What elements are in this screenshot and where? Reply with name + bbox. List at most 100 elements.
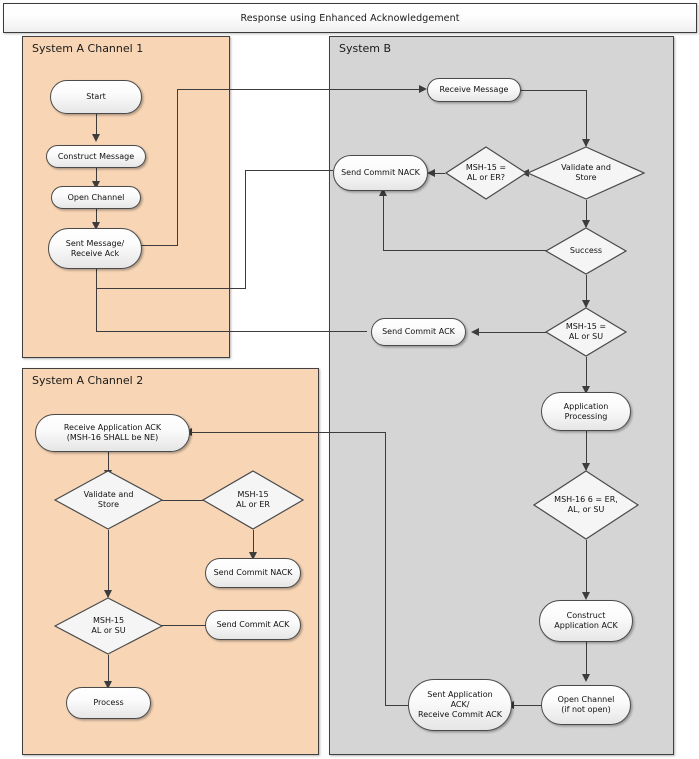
node-success-decision[interactable]: Success: [545, 227, 627, 275]
arrowhead-msh15-al-or-su: [581, 300, 590, 308]
arrowhead-open-channel: [91, 181, 100, 189]
node-send-commit-nack-2-label: Send Commit NACK: [213, 568, 293, 577]
connector-msh15su-to-appproc: [586, 357, 587, 392]
node-construct-message[interactable]: Construct Message: [46, 145, 146, 168]
decision-shape-icon: [202, 470, 304, 530]
decision-shape-icon: [54, 470, 163, 530]
node-sent-message-receive-ack[interactable]: Sent Message/Receive Ack: [48, 228, 142, 269]
node-msh15-al-or-su-decision[interactable]: MSH-15 =AL or SU: [545, 307, 627, 357]
connector-construct-to-openchannel-b: [586, 642, 587, 680]
decision-shape-icon: [533, 470, 639, 540]
decision-shape-icon: [527, 146, 645, 200]
connector-appproc-to-msh16: [586, 430, 587, 470]
arrowhead-validate-store: [581, 139, 590, 147]
arrowhead-construct-app-ack: [581, 592, 590, 600]
connector-validate2-to-msh15er2: [149, 500, 211, 501]
connector-open-to-sent: [96, 208, 97, 230]
node-success-label: Success: [569, 246, 603, 255]
node-send-commit-ack-label: Send Commit ACK: [382, 327, 455, 336]
connector-msh16-to-construct-app-ack: [586, 540, 587, 598]
arrowhead-msh16: [581, 463, 590, 471]
node-start[interactable]: Start: [50, 80, 142, 114]
node-receive-message-label: Receive Message: [439, 85, 509, 94]
node-receive-application-ack-label: Receive Application ACK(MSH-16 SHALL be …: [63, 423, 162, 442]
connector-recvappack-to-validate2: [108, 450, 109, 477]
connector-sentappack-to-a2: [190, 432, 386, 433]
connector-success-to-nack-horizontal: [383, 250, 552, 251]
node-open-channel-if-not-open[interactable]: Open Channel(if not open): [541, 685, 631, 725]
connector-sent-msg-right: [141, 245, 177, 246]
connector-construct-to-open: [96, 167, 97, 187]
node-send-commit-ack[interactable]: Send Commit ACK: [371, 318, 466, 346]
connector-sent-msg-up: [177, 89, 178, 246]
node-send-commit-nack-label: Send Commit NACK: [341, 168, 420, 177]
connector-msh15su2-to-ack2: [149, 625, 211, 626]
node-send-commit-ack-2[interactable]: Send Commit ACK: [205, 610, 301, 640]
connector-ack-return-horizontal: [96, 331, 367, 332]
connector-msh15su2-to-process: [108, 655, 109, 687]
node-send-commit-nack-2[interactable]: Send Commit NACK: [205, 558, 301, 588]
connector-validate2-to-msh15su2: [108, 530, 109, 597]
arrowhead-msh15-al-su-2: [103, 590, 112, 598]
node-msh15-al-or-su-label: MSH-15 =AL or SU: [565, 322, 607, 341]
node-open-channel-if-not-open-label: Open Channel(if not open): [557, 695, 615, 714]
node-send-commit-ack-2-label: Send Commit ACK: [216, 620, 290, 629]
node-send-commit-nack[interactable]: Send Commit NACK: [333, 155, 428, 191]
arrowhead-send-commit-nack: [427, 168, 435, 177]
arrowhead-process: [103, 681, 112, 689]
lane-title-system-a-channel-2: System A Channel 2: [32, 374, 144, 387]
node-sent-message-receive-ack-label: Sent Message/Receive Ack: [65, 238, 125, 258]
node-receive-application-ack[interactable]: Receive Application ACK(MSH-16 SHALL be …: [35, 414, 190, 452]
decision-shape-icon: [545, 227, 627, 275]
connector-msh15er2-to-nack2: [253, 530, 254, 558]
lane-title-system-b: System B: [339, 42, 392, 55]
connector-sent-msg-to-system-b: [177, 89, 420, 90]
node-open-channel[interactable]: Open Channel: [51, 186, 141, 209]
connector-validate-to-success: [586, 200, 587, 227]
node-msh16-er-al-su-decision[interactable]: MSH-16 6 = ER,AL, or SU: [533, 470, 639, 540]
arrowhead-construct: [91, 134, 100, 142]
arrowhead-open-channel-b: [581, 674, 590, 682]
connector-nack-return-vertical: [245, 170, 246, 289]
connector-start-to-construct: [96, 113, 97, 140]
arrowhead-sent-message: [91, 222, 100, 230]
arrowhead-receive-message: [419, 85, 427, 93]
arrowhead-send-commit-nack-2: [248, 552, 257, 560]
diagram-title: Response using Enhanced Acknowledgement: [240, 12, 460, 24]
decision-shape-icon: [54, 597, 163, 655]
node-msh15-al-or-er-decision[interactable]: MSH-15 =AL or ER?: [445, 146, 527, 200]
node-msh16-er-al-su-label: MSH-16 6 = ER,AL, or SU: [554, 495, 618, 514]
connector-msh15su-to-ack: [477, 332, 552, 333]
connector-msh15er-to-nack: [433, 173, 445, 174]
connector-success-to-nack-vertical: [383, 195, 384, 251]
node-process[interactable]: Process: [66, 687, 151, 719]
connector-nack-return-to-nack-box: [245, 170, 333, 171]
connector-sentappack-up: [385, 432, 386, 706]
arrowhead-send-commit-ack: [471, 327, 479, 336]
node-receive-message[interactable]: Receive Message: [427, 78, 521, 102]
connector-return-into-sent-msg: [96, 268, 97, 332]
diagram-title-bar: Response using Enhanced Acknowledgement: [3, 3, 697, 33]
node-process-label: Process: [93, 698, 124, 707]
connector-recvmsg-right: [520, 90, 586, 91]
connector-openchannel-to-sentappack: [512, 705, 542, 706]
node-start-label: Start: [86, 92, 106, 101]
connector-sentappack-left: [385, 705, 410, 706]
node-construct-message-label: Construct Message: [57, 151, 135, 161]
connector-success-to-msh15su: [586, 275, 587, 307]
